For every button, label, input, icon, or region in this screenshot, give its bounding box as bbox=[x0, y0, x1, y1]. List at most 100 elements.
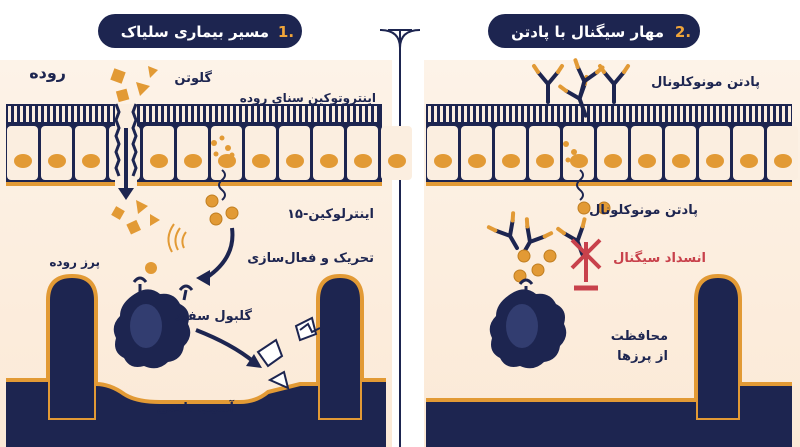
microvillus bbox=[626, 106, 629, 122]
microvillus bbox=[464, 106, 467, 122]
label-activation: تحریک و فعال‌سازی bbox=[247, 251, 374, 266]
enterocyte-cell bbox=[279, 126, 310, 180]
gluten-fragments bbox=[110, 66, 160, 235]
mucosa-edge-left bbox=[6, 378, 386, 404]
microvillus bbox=[566, 106, 569, 122]
microvillus bbox=[362, 106, 365, 122]
microvillus bbox=[200, 106, 203, 122]
microvillus bbox=[698, 106, 701, 122]
microvillus bbox=[590, 106, 593, 122]
cell-nucleus bbox=[740, 154, 758, 168]
divider bbox=[379, 29, 421, 447]
enterocyte-cell bbox=[41, 126, 72, 180]
microvillus bbox=[254, 106, 257, 122]
label-signal-block: انسداد سیگنال bbox=[613, 250, 706, 266]
cell-nucleus bbox=[82, 154, 100, 168]
microvillus bbox=[32, 106, 35, 122]
label-protection-2: از پرزها bbox=[617, 349, 668, 364]
left-epithelium bbox=[6, 104, 412, 186]
microvillus bbox=[536, 106, 539, 122]
right-epithelium bbox=[426, 104, 798, 186]
microvillus bbox=[722, 106, 725, 122]
white-blood-cell-right bbox=[489, 278, 567, 369]
cell-nucleus bbox=[536, 154, 554, 168]
cell-nucleus bbox=[706, 154, 724, 168]
microvillus bbox=[674, 106, 677, 122]
cell-nucleus bbox=[434, 154, 452, 168]
microvillus bbox=[356, 106, 359, 122]
tissue-damage-cracks bbox=[256, 316, 321, 390]
microvillus bbox=[170, 106, 173, 122]
microvillus bbox=[638, 106, 641, 122]
il15-granules bbox=[211, 135, 235, 163]
microvillus bbox=[458, 106, 461, 122]
microvillus bbox=[158, 106, 161, 122]
microvillus bbox=[92, 106, 95, 122]
microvillus bbox=[440, 106, 443, 122]
microvillus bbox=[614, 106, 617, 122]
microvillus bbox=[212, 106, 215, 122]
microvillus bbox=[20, 106, 23, 122]
mucosa-base-right bbox=[426, 384, 792, 447]
microvillus bbox=[8, 106, 11, 122]
il15-molecules-right bbox=[577, 201, 611, 215]
cell-nucleus bbox=[48, 154, 66, 168]
microvillus bbox=[260, 106, 263, 122]
microvillus bbox=[320, 106, 323, 122]
label-tissue-damage: آسیب بافتی bbox=[156, 399, 234, 416]
microvillus bbox=[140, 106, 143, 122]
enterocyte-cell bbox=[529, 126, 560, 180]
microvillus bbox=[368, 106, 371, 122]
enterocyte-cell bbox=[143, 126, 174, 180]
microvillus bbox=[350, 106, 353, 122]
cell-nucleus bbox=[354, 154, 372, 168]
microvillus bbox=[218, 106, 221, 122]
microvillus bbox=[14, 106, 17, 122]
microvillus bbox=[530, 106, 533, 122]
enterocyte-cell bbox=[211, 126, 242, 180]
antibodies-top bbox=[532, 58, 630, 118]
white-blood-cell bbox=[113, 262, 194, 369]
label-gluten: گلوتن bbox=[174, 70, 212, 86]
microvillus bbox=[110, 106, 113, 122]
label-intestine: روده bbox=[29, 63, 66, 82]
microvillus bbox=[542, 106, 545, 122]
cell-nucleus bbox=[150, 154, 168, 168]
microvillus bbox=[650, 106, 653, 122]
left-title-number: 1. bbox=[278, 23, 294, 41]
microvillus bbox=[50, 106, 53, 122]
microvillus bbox=[494, 106, 497, 122]
enterocyte-cell bbox=[313, 126, 344, 180]
enterocyte-cell bbox=[245, 126, 276, 180]
label-villi: پرز روده bbox=[49, 255, 100, 270]
microvillus bbox=[44, 106, 47, 122]
microvillus bbox=[548, 106, 551, 122]
microvillus bbox=[182, 106, 185, 122]
enterocyte-cell bbox=[461, 126, 492, 180]
microvillus bbox=[680, 106, 683, 122]
microvillus bbox=[344, 106, 347, 122]
microvillus bbox=[554, 106, 557, 122]
mucosa-edge-right bbox=[426, 382, 792, 402]
microvillus bbox=[236, 106, 239, 122]
microvillus bbox=[308, 106, 311, 122]
microvillus bbox=[782, 106, 785, 122]
il15-granules-right bbox=[563, 141, 577, 163]
cell-nucleus bbox=[14, 154, 32, 168]
broken-cell-edge bbox=[114, 103, 138, 177]
mucosa-base-left bbox=[6, 380, 386, 447]
cell-nucleus bbox=[184, 154, 202, 168]
microvillus bbox=[518, 106, 521, 122]
left-title-pill: مسیر بیماری سلیاک 1. bbox=[98, 14, 302, 48]
enterocyte-cell bbox=[177, 126, 208, 180]
microvillus bbox=[776, 106, 779, 122]
microvillus bbox=[338, 106, 341, 122]
microvillus bbox=[434, 106, 437, 122]
microvillus bbox=[86, 106, 89, 122]
microvillus bbox=[332, 106, 335, 122]
microvillus bbox=[716, 106, 719, 122]
microvillus bbox=[620, 106, 623, 122]
enterocyte-cell bbox=[767, 126, 798, 180]
microvillus bbox=[146, 106, 149, 122]
cell-nucleus bbox=[252, 154, 270, 168]
